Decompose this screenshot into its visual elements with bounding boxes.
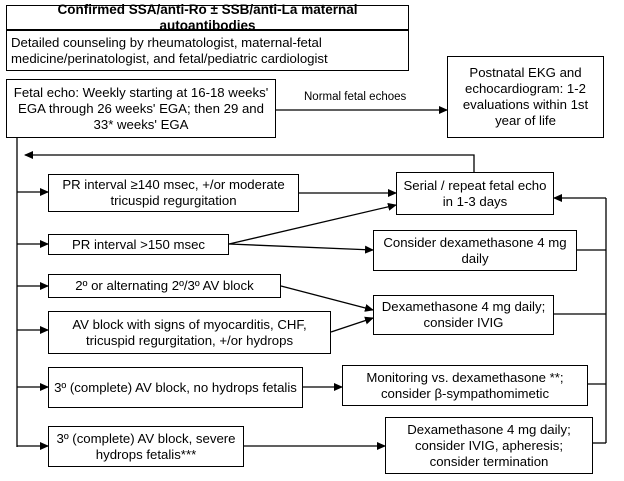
fetal-echo-box: Fetal echo: Weekly starting at 16-18 wee…: [6, 79, 276, 138]
arrow-myocarditis-to-dex-ivig: [330, 316, 374, 333]
counseling-box: Detailed counseling by rheumatologist, m…: [6, 30, 409, 71]
av-block-myocarditis-box: AV block with signs of myocarditis, CHF,…: [48, 311, 331, 354]
serial-echo-box: Serial / repeat fetal echo in 1-3 days: [396, 172, 554, 215]
arrow-second-av-to-dex-ivig: [280, 285, 374, 312]
postnatal-evaluation-box: Postnatal EKG and echocardiogram: 1-2 ev…: [447, 56, 604, 138]
dexamethasone-apheresis-box: Dexamethasone 4 mg daily; consider IVIG,…: [385, 417, 593, 474]
loop-back-arrow: [24, 151, 475, 172]
arrow-pr150-to-consider-dex: [228, 243, 374, 254]
dexamethasone-ivig-box: Dexamethasone 4 mg daily; consider IVIG: [373, 295, 554, 335]
consider-dexamethasone-box: Consider dexamethasone 4 mg daily: [373, 230, 577, 271]
normal-fetal-echoes-label: Normal fetal echoes: [304, 91, 407, 103]
pr-150-box: PR interval >150 msec: [48, 234, 229, 255]
second-degree-av-block-box: 2º or alternating 2º/3º AV block: [48, 274, 281, 298]
pr-140-box: PR interval ≥140 msec, +/or moderate tri…: [48, 174, 299, 212]
arrow-pr150-to-serial: [228, 202, 397, 245]
third-degree-severe-hydrops-box: 3º (complete) AV block, severe hydrops f…: [48, 426, 244, 467]
confirmed-autoantibodies-box: Confirmed SSA/anti-Ro ± SSB/anti-La mate…: [6, 2, 409, 33]
third-degree-no-hydrops-box: 3º (complete) AV block, no hydrops fetal…: [48, 367, 303, 408]
monitoring-box: Monitoring vs. dexamethasone **; conside…: [342, 365, 588, 406]
